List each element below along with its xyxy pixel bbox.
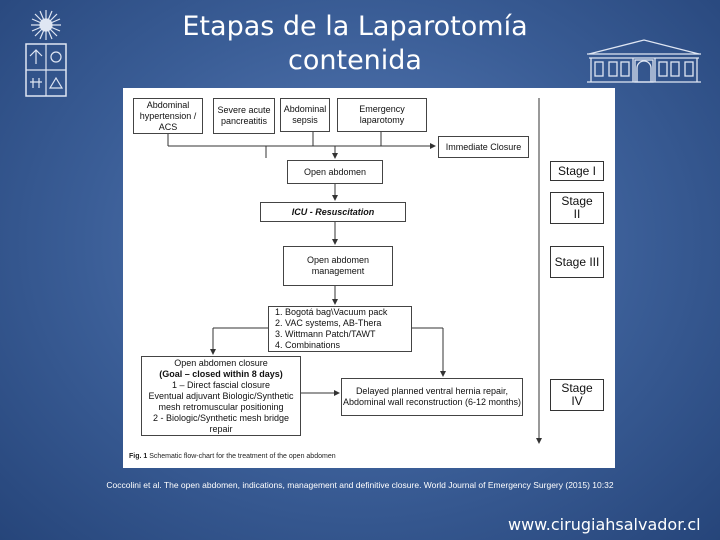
stage-4-numeral: IV [571, 394, 583, 408]
closure-line-5: mesh retromuscular positioning [158, 401, 284, 412]
box-delayed-repair: Delayed planned ventral hernia repair, A… [341, 378, 523, 416]
box-management-options: 1. Bogotá bag\Vacuum pack 2. VAC systems… [268, 306, 412, 352]
stage-4-box: Stage IV [550, 379, 604, 411]
stage-1-box: Stage I [550, 161, 604, 181]
title-line-2: contenida [288, 45, 422, 76]
stage-4-label: Stage [561, 381, 593, 395]
box-severe-pancreatitis: Severe acute pancreatitis [213, 98, 275, 134]
sun-crest-icon [25, 10, 67, 97]
option-3: 3. Wittmann Patch/TAWT [275, 329, 376, 339]
slide-title: Etapas de la Laparotomía contenida [150, 10, 560, 78]
box-immediate-closure-text: Immediate Closure [445, 141, 522, 152]
box-abdominal-sepsis: Abdominal sepsis [280, 98, 330, 132]
closure-line-4: Eventual adjuvant Biologic/Synthetic [148, 390, 294, 401]
stage-1-label: Stage I [557, 163, 597, 178]
box-abdominal-sepsis-text: Abdominal sepsis [283, 104, 327, 125]
closure-line-2: (Goal – closed within 8 days) [159, 368, 283, 379]
box-abdominal-hypertension-text: Abdominal hypertension / ACS [139, 99, 197, 132]
option-4: 4. Combinations [275, 340, 341, 350]
closure-line-6: 2 - Biologic/Synthetic mesh bridge repai… [152, 412, 290, 434]
stage-3-box: Stage III [550, 246, 604, 278]
website-url: www.cirugiahsalvador.cl [508, 515, 701, 534]
box-open-abdomen: Open abdomen [287, 160, 383, 184]
stage-2-numeral: II [573, 207, 581, 221]
caption-label: Fig. 1 [129, 453, 148, 460]
box-open-abdomen-text: Open abdomen [303, 166, 367, 177]
stage-2-box: Stage II [550, 192, 604, 224]
box-icu-resuscitation-text: ICU - Resuscitation [291, 206, 375, 217]
delayed-line-1: Delayed planned ventral hernia repair, [355, 386, 509, 396]
delayed-line-2: Abdominal wall reconstruction (6-12 mont… [342, 397, 522, 407]
caption-text: Schematic flow-chart for the treatment o… [147, 453, 336, 460]
box-open-abdomen-closure: Open abdomen closure (Goal – closed with… [141, 356, 301, 436]
closure-line-1: Open abdomen closure [174, 357, 268, 368]
title-line-1: Etapas de la Laparotomía [182, 11, 528, 42]
box-severe-pancreatitis-text: Severe acute pancreatitis [217, 105, 271, 126]
reference-citation: Coccolini et al. The open abdomen, indic… [106, 480, 614, 490]
box-open-abdomen-management: Open abdomen management [283, 246, 393, 286]
university-logo [20, 8, 72, 98]
connector-lines [167, 98, 542, 444]
closure-line-3: 1 – Direct fascial closure [171, 379, 271, 390]
box-emergency-laparotomy-text: Emergency laparotomy [359, 104, 405, 125]
figure-caption: Fig. 1 Schematic flow-chart for the trea… [129, 453, 336, 460]
stage-2-label: Stage [561, 194, 593, 208]
box-emergency-laparotomy: Emergency laparotomy [337, 98, 427, 132]
option-1: 1. Bogotá bag\Vacuum pack [275, 307, 388, 317]
stage-3-label: Stage III [554, 254, 600, 269]
hospital-building-logo [585, 36, 703, 86]
building-icon [587, 39, 701, 83]
box-icu-resuscitation: ICU - Resuscitation [260, 202, 406, 222]
box-management-text: Open abdomen management [306, 255, 370, 276]
box-abdominal-hypertension: Abdominal hypertension / ACS [133, 98, 203, 134]
flowchart-figure: Abdominal hypertension / ACS Severe acut… [123, 88, 615, 468]
box-immediate-closure: Immediate Closure [438, 136, 529, 158]
option-2: 2. VAC systems, AB-Thera [275, 318, 382, 328]
